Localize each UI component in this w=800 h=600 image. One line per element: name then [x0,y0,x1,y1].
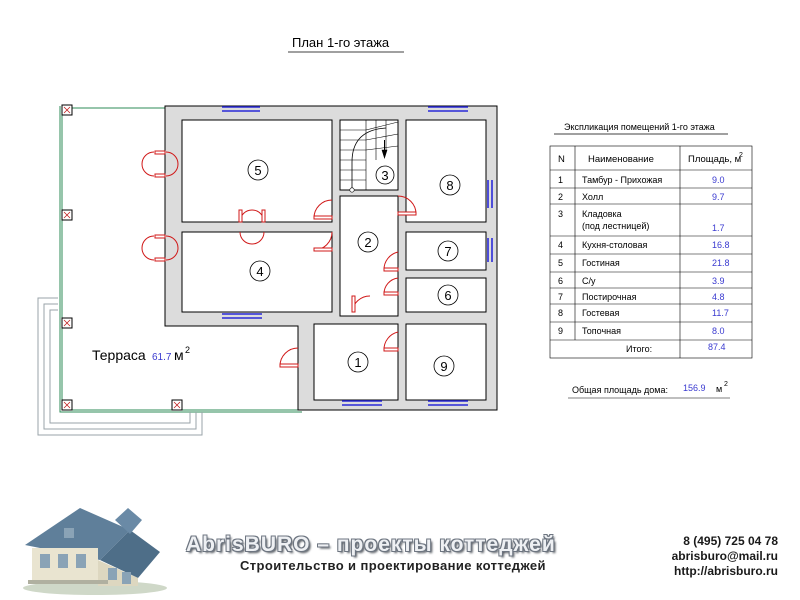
svg-text:4.8: 4.8 [712,292,725,302]
svg-text:Холл: Холл [582,192,603,202]
svg-text:8.0: 8.0 [712,326,725,336]
door-leaves [154,150,417,368]
table-row: 8 Гостевая 11.7 [558,308,729,318]
brand-name: AbrisBURO – проекты коттеджей [186,533,556,556]
terrace-unit: м [174,347,184,363]
room-number-7: 7 [444,244,451,259]
svg-text:6: 6 [558,276,563,286]
plan-title: План 1-го этажа [292,35,390,50]
staircase [340,120,399,193]
svg-text:Топочная: Топочная [582,326,621,336]
windows [222,106,493,406]
table-header-area: Площадь, м [688,154,741,165]
svg-text:Кухня-столовая: Кухня-столовая [582,240,647,250]
house-total-unit-sup: 2 [724,381,728,388]
room-number-9: 9 [440,359,447,374]
terrace-name: Терраса [92,347,146,363]
table-row: 6 С/у 3.9 [558,276,725,286]
table-total-value: 87.4 [708,342,726,352]
table-row: 7 Постирочная 4.8 [558,292,725,302]
svg-text:9: 9 [558,326,563,336]
terrace-steps [37,297,203,436]
floor-plan: План 1-го этажа [37,35,753,436]
table-header-n: N [558,154,565,165]
room-number-3: 3 [381,168,388,183]
svg-text:(под лестницей): (под лестницей) [582,221,649,231]
svg-text:Гостевая: Гостевая [582,308,619,318]
room-number-8: 8 [446,178,453,193]
svg-text:1.7: 1.7 [712,223,725,233]
svg-text:1: 1 [558,175,563,185]
terrace-area: 61.7 [152,352,172,363]
svg-text:2: 2 [558,192,563,202]
svg-text:9.7: 9.7 [712,192,725,202]
contacts: 8 (495) 725 04 78 abrisburo@mail.ru http… [650,534,778,579]
table-total-label: Итого: [626,344,652,354]
table-row: 9 Топочная 8.0 [558,326,725,336]
room-number-4: 4 [256,264,263,279]
walls [164,105,498,411]
terrace-unit-sup: 2 [185,345,190,355]
room-number-6: 6 [444,288,451,303]
explication-title: Экспликация помещений 1-го этажа [564,122,715,132]
house-total-value: 156.9 [683,383,706,393]
svg-text:11.7: 11.7 [712,308,729,318]
svg-text:Гостиная: Гостиная [582,258,620,268]
table-row: 4 Кухня-столовая 16.8 [558,240,730,250]
terrace-pillars [61,104,183,411]
svg-text:5: 5 [558,258,563,268]
svg-text:8: 8 [558,308,563,318]
brand-tagline: Строительство и проектирование коттеджей [240,558,546,573]
table-row: 5 Гостиная 21.8 [558,258,730,268]
terrace-label: Терраса 61.7 м 2 [92,345,190,363]
svg-text:Кладовка: Кладовка [582,209,622,219]
svg-text:7: 7 [558,292,563,302]
room-number-2: 2 [364,235,371,250]
svg-text:С/у: С/у [582,276,596,286]
house-logo-image [23,508,167,595]
svg-text:21.8: 21.8 [712,258,730,268]
table-header-name: Наименование [588,154,654,165]
contact-email[interactable]: abrisburo@mail.ru [671,549,778,563]
svg-text:4: 4 [558,240,563,250]
table-header-area-sup: 2 [739,152,743,159]
house-total-unit: м [716,384,722,394]
room-numbers: 1 2 3 4 5 6 7 8 9 [247,159,461,377]
house-total: Общая площадь дома: 156.9 м 2 [568,381,730,399]
svg-text:3: 3 [558,209,563,219]
room-number-5: 5 [254,163,261,178]
table-row: 1 Тамбур - Прихожая 9.0 [558,175,725,185]
svg-text:Постирочная: Постирочная [582,292,637,302]
svg-text:16.8: 16.8 [712,240,730,250]
contact-phone: 8 (495) 725 04 78 [683,534,778,548]
explication: Экспликация помещений 1-го этажа N Наиме… [549,122,753,359]
svg-text:9.0: 9.0 [712,175,725,185]
table-row: 2 Холл 9.7 [558,192,725,202]
contact-site[interactable]: http://abrisburo.ru [674,564,778,578]
house-total-label: Общая площадь дома: [572,385,668,395]
room-number-1: 1 [354,355,361,370]
svg-text:3.9: 3.9 [712,276,725,286]
table-row: 3 Кладовка (под лестницей) 1.7 [558,209,725,233]
svg-text:Тамбур - Прихожая: Тамбур - Прихожая [582,175,662,185]
